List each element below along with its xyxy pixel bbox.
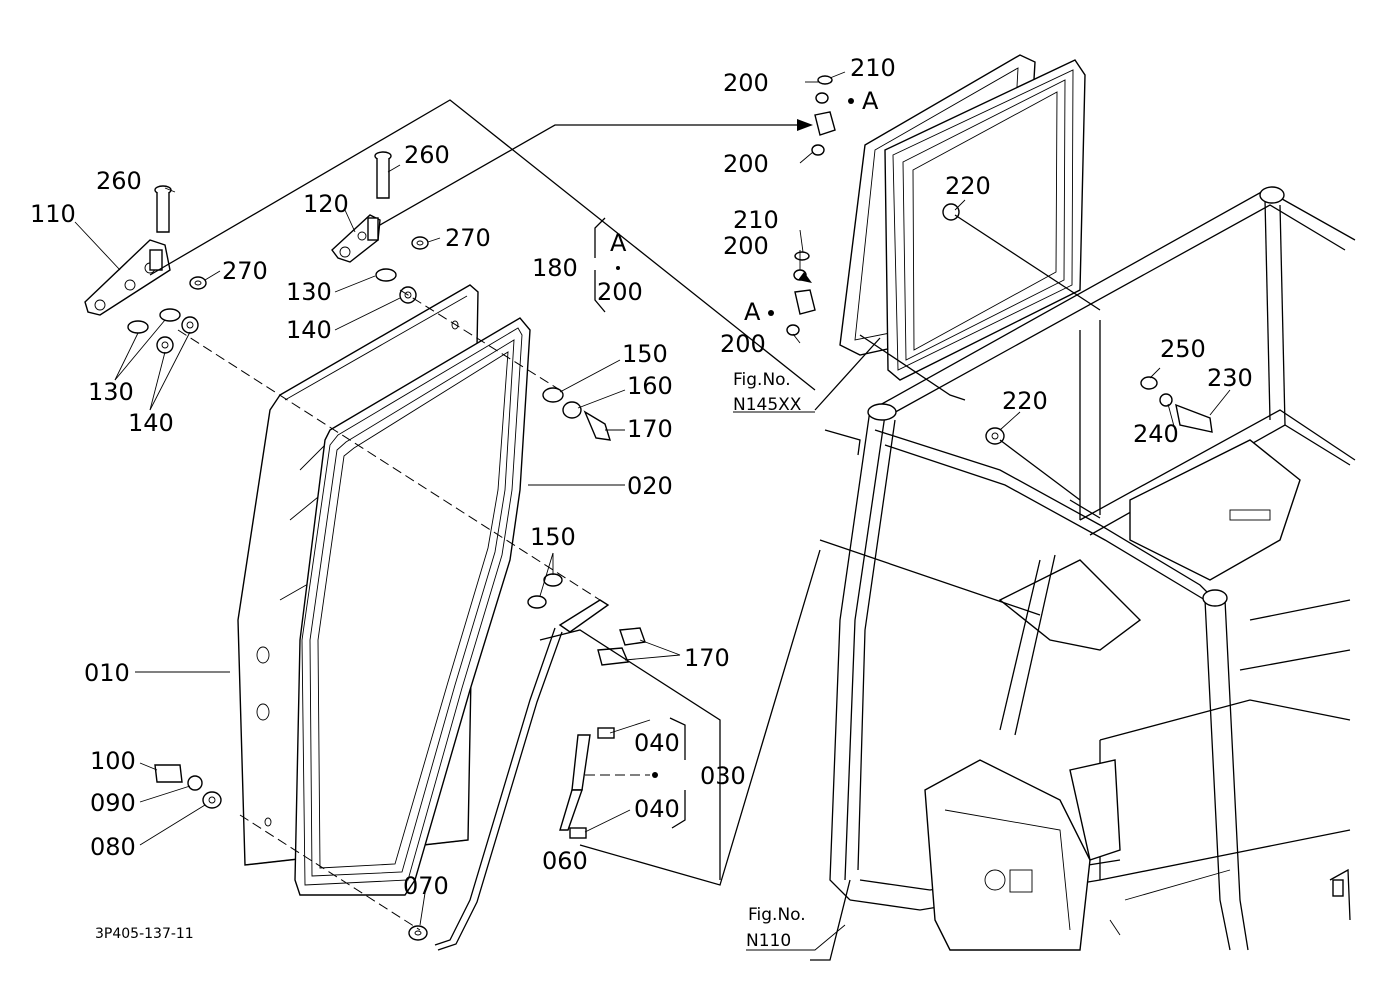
- hardware-150-160-170-upper: [542, 387, 611, 441]
- label-180: 180: [532, 254, 578, 282]
- gas-damper-030: [559, 727, 615, 839]
- label-030: 030: [700, 762, 746, 790]
- label-200-d: 200: [720, 330, 766, 358]
- label-180-A: A: [610, 229, 627, 257]
- label-150-lower: 150: [530, 523, 576, 551]
- label-200-c: 200: [723, 232, 769, 260]
- pin-260-right: [374, 151, 392, 199]
- rear-window-glass: [839, 54, 1086, 381]
- bushing-070: [408, 925, 428, 941]
- label-callout-A-lower: A: [744, 298, 761, 326]
- label-240: 240: [1133, 420, 1179, 448]
- reference-lines-right: [810, 214, 1101, 961]
- label-060: 060: [542, 847, 588, 875]
- label-250: 250: [1160, 335, 1206, 363]
- latch-hardware-top: [811, 75, 854, 156]
- grommet-220: [985, 427, 1005, 445]
- pointer-arrow: [797, 119, 813, 283]
- fig-ref-frame-line2: N110: [746, 931, 791, 951]
- label-100: 100: [90, 747, 136, 775]
- label-200-a: 200: [723, 69, 769, 97]
- label-210-b: 210: [733, 206, 779, 234]
- label-220-lower: 220: [1002, 387, 1048, 415]
- label-040-lower: 040: [634, 795, 680, 823]
- group-180-bracket: [594, 217, 620, 313]
- cab-frame: [824, 186, 1356, 951]
- label-140-lower: 140: [128, 409, 174, 437]
- reference-lines-left: [149, 99, 821, 931]
- hinge-120: [331, 214, 381, 263]
- label-200-b: 200: [723, 150, 769, 178]
- bolt-100-washer-090-nut-080: [154, 764, 222, 809]
- label-270-right: 270: [445, 224, 491, 252]
- label-110: 110: [30, 200, 76, 228]
- fig-ref-window-line2: N145XX: [733, 395, 802, 415]
- label-140-upper: 140: [286, 316, 332, 344]
- label-130-lower: 130: [88, 378, 134, 406]
- label-210-a: 210: [850, 54, 896, 82]
- label-260-left: 260: [96, 167, 142, 195]
- pin-260-left: [154, 185, 172, 233]
- leader-lines: [74, 71, 1231, 926]
- label-callout-A-upper: A: [862, 87, 879, 115]
- label-220-upper: 220: [945, 172, 991, 200]
- label-010: 010: [84, 659, 130, 687]
- label-170-lower: 170: [684, 644, 730, 672]
- fig-ref-window-line1: Fig.No.: [733, 370, 791, 390]
- label-080: 080: [90, 833, 136, 861]
- label-230: 230: [1207, 364, 1253, 392]
- label-090: 090: [90, 789, 136, 817]
- label-150-upper: 150: [622, 340, 668, 368]
- group-030-bracket: [585, 717, 686, 829]
- label-270-left: 270: [222, 257, 268, 285]
- nut-270-left: [189, 276, 207, 290]
- rod-060: [434, 599, 610, 951]
- washers-130-140: [127, 268, 417, 354]
- label-120: 120: [303, 190, 349, 218]
- label-020: 020: [627, 472, 673, 500]
- fig-ref-frame-line1: Fig.No.: [748, 905, 806, 925]
- label-070: 070: [403, 872, 449, 900]
- label-260-right: 260: [404, 141, 450, 169]
- label-040-upper: 040: [634, 729, 680, 757]
- drawing-number: 3P405-137-11: [95, 926, 194, 942]
- label-160: 160: [627, 372, 673, 400]
- label-180-200: 200: [597, 278, 643, 306]
- nut-270-right: [411, 236, 429, 250]
- latch-hardware-bottom: [768, 251, 816, 336]
- label-170-upper: 170: [627, 415, 673, 443]
- bolt-230-washers-240-250: [1140, 376, 1213, 433]
- weather-seal-020: [294, 317, 531, 896]
- hardware-150-170-lower: [527, 573, 646, 666]
- hinge-110: [84, 239, 171, 316]
- label-130-upper: 130: [286, 278, 332, 306]
